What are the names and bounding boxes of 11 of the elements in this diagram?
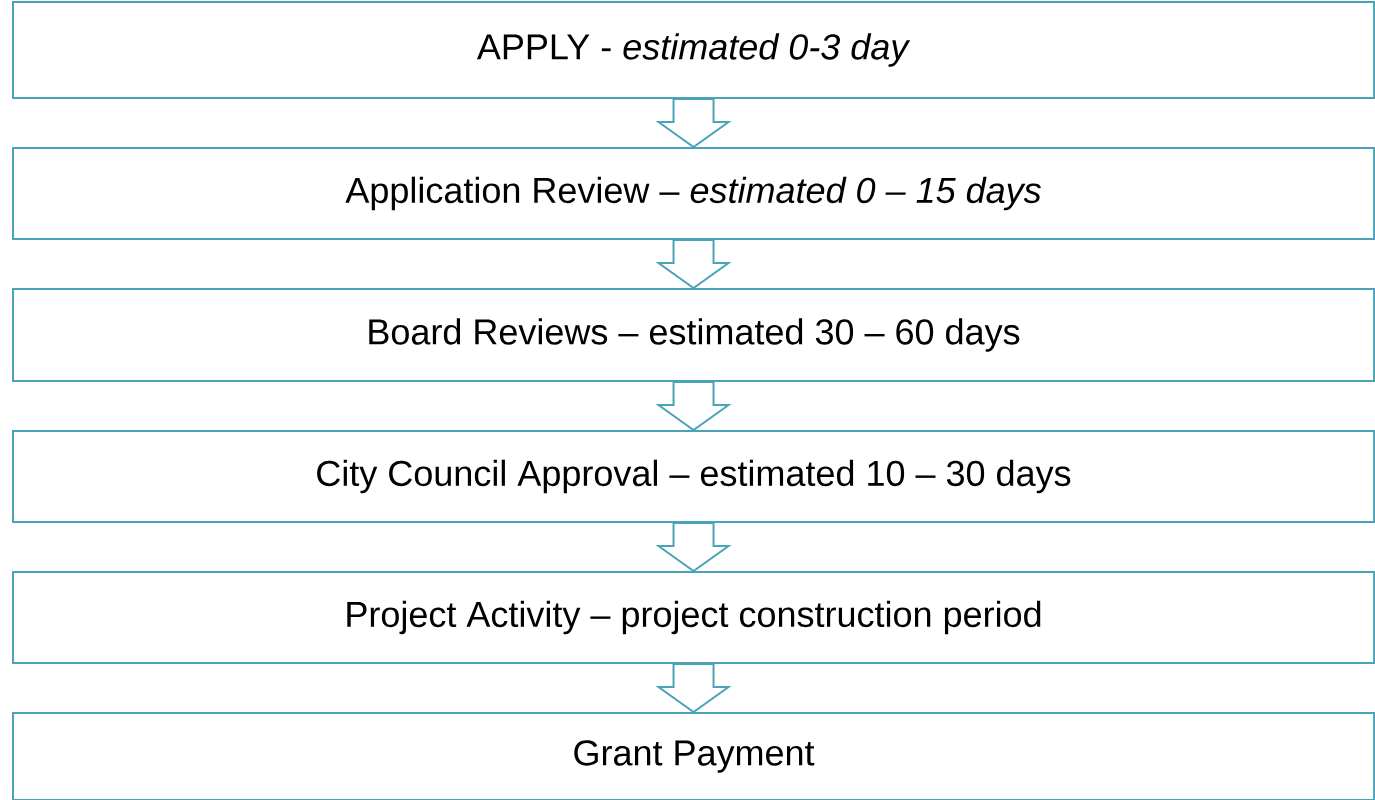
block-arrow (655, 238, 732, 290)
process-box: City Council Approval – estimated 10 – 30 days (12, 430, 1375, 523)
process-box: Board Reviews – estimated 30 – 60 days (12, 288, 1375, 382)
block-arrow (655, 662, 732, 714)
process-box: APPLY - estimated 0-3 day (12, 1, 1375, 99)
block-arrow (655, 521, 732, 573)
block-arrow (655, 98, 732, 149)
process-box: Application Review – estimated 0 – 15 days (12, 147, 1375, 240)
block-arrow (655, 381, 732, 432)
process-box: Project Activity – project construction period (12, 571, 1375, 664)
process-box: Grant Payment (12, 712, 1375, 800)
